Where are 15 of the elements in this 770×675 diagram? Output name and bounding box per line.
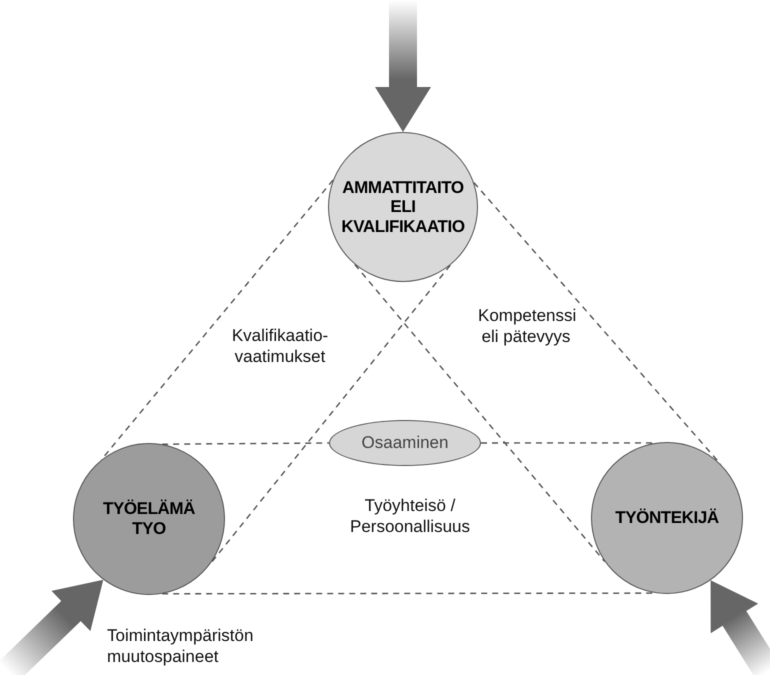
dashed-line	[354, 264, 606, 562]
annotation-text: Kvalifikaatio- vaatimukset	[230, 325, 330, 368]
thick-arrow	[375, 0, 431, 132]
annotation-text: Toimintaympäristön muutospaineet	[107, 625, 254, 668]
annotation-text: Kompetenssi eli pätevyys	[478, 305, 574, 348]
thick-arrow	[710, 580, 770, 675]
node-label: TYÖELÄMÄ TYO	[103, 499, 195, 539]
dashed-line	[210, 264, 451, 564]
annotation-text: Työyhteisö / Persoonallisuus	[348, 495, 471, 538]
dashed-line	[473, 182, 722, 465]
thick-arrow	[0, 580, 104, 675]
dashed-line	[162, 442, 329, 445]
node-label: AMMATTITAITO ELI KVALIFIKAATIO	[341, 178, 465, 236]
node-label: Osaaminen	[362, 432, 448, 454]
node-label: TYÖNTEKIJÄ	[615, 507, 719, 530]
